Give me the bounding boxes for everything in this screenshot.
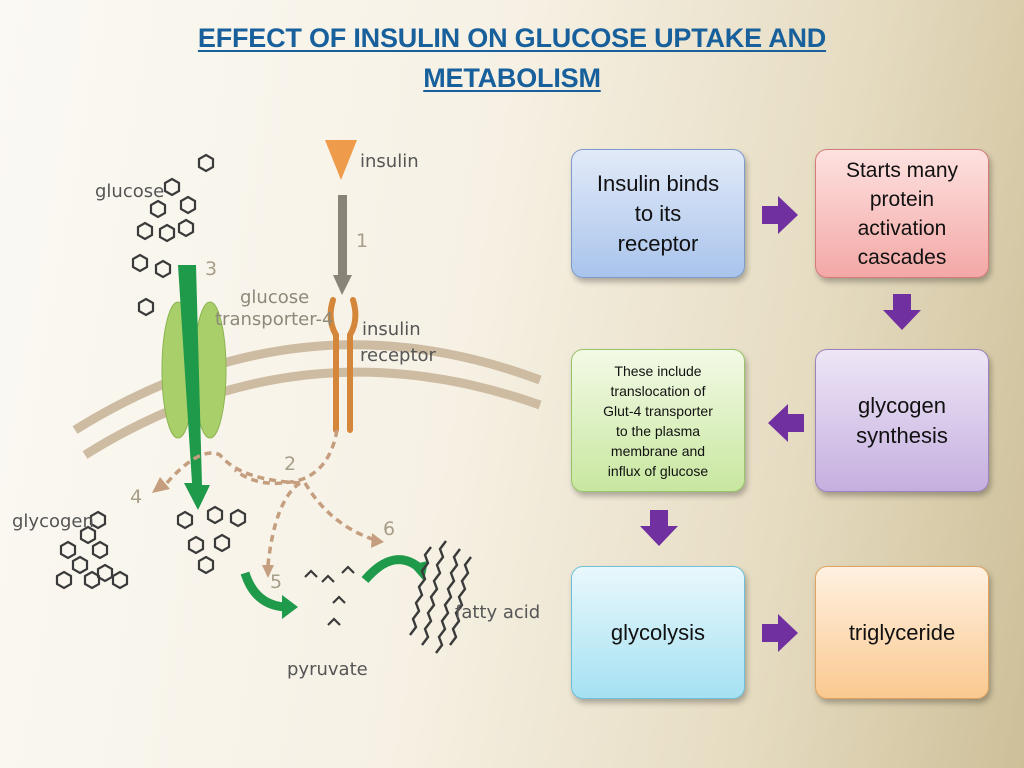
arrow-right-icon [762,196,798,234]
glucose-transporter-label-1: glucose [240,287,309,308]
step-6-label: 6 [383,518,395,540]
glycolysis-arrow-icon [240,571,286,612]
step-5-label: 5 [270,571,282,593]
flow-box-4-line-2: translocation of [610,382,706,399]
flow-box-4-line-1: These include [614,362,702,379]
step-4-label: 4 [130,486,142,508]
flow-box-4-line-3: Glut-4 transporter [603,402,713,419]
step-2-label: 2 [284,453,296,475]
title-line-2: METABOLISM [423,63,601,93]
pyruvate-molecules-icon [304,565,355,626]
flow-box-glycogen-synthesis: glycogen synthesis [815,349,989,492]
flow-box-4-line-6: influx of glucose [607,462,709,479]
glucose-transporter-label-2: transporter-4 [215,309,333,330]
step-1-label: 1 [356,230,368,252]
glucose-transporter-icon [161,301,227,439]
step-3-label: 3 [205,258,217,280]
fatty-acid-icon [409,540,472,654]
flow-box-2-line-1: Starts many [845,158,959,182]
arrow-down-icon [883,294,921,330]
flow-box-2-line-3: activation [857,216,947,240]
flow-box-3-line-2: synthesis [856,422,948,448]
insulin-receptor-label-1: insulin [362,319,421,340]
lipogenesis-arrow-icon [361,555,426,584]
flow-box-3-line-1: glycogen [857,392,947,418]
insulin-label: insulin [360,151,419,172]
insulin-pathway-illustration: insulin glucose glucose transporter-4 in… [12,140,542,680]
flow-box-2-line-2: protein [869,187,935,211]
fatty-acid-label: fatty acid [455,602,540,623]
flow-box-4-line-4: to the plasma [615,422,701,439]
glucose-molecules-icon [131,153,215,317]
arrow-right-icon [762,614,798,652]
flow-box-glut4-translocation: These include translocation of Glut-4 tr… [571,349,745,492]
title-line-1: EFFECT OF INSULIN ON GLUCOSE UPTAKE AND [197,23,827,53]
flow-box-triglyceride: triglyceride [815,566,989,699]
flow-box-glycolysis: glycolysis [571,566,745,699]
flow-box-1-line-1: Insulin binds [596,170,720,196]
flow-box-protein-cascades: Starts many protein activation cascades [815,149,989,278]
slide-title: EFFECT OF INSULIN ON GLUCOSE UPTAKE AND … [150,18,874,98]
insulin-receptor-label-2: receptor [360,345,437,366]
glycogen-label: glycogen [12,511,94,532]
insulin-receptor-icon [327,297,359,433]
cell-membrane-outer [72,340,542,434]
flow-box-4-line-5: membrane and [610,442,706,459]
cell-membrane-inner [82,367,542,459]
flow-box-1-line-2: to its [634,200,682,226]
arrow-down-icon [640,510,678,546]
glucose-label: glucose [95,181,164,202]
pyruvate-label: pyruvate [287,659,368,680]
flow-box-1-line-3: receptor [617,230,699,256]
glucose-uptake-arrow-icon [178,265,210,510]
flow-box-insulin-binds: Insulin binds to its receptor [571,149,745,278]
flow-box-5-line-1: glycolysis [610,619,706,645]
insulin-icon [325,140,357,180]
flow-box-6-line-1: triglyceride [848,619,956,645]
arrow-left-icon [768,404,804,442]
intracellular-glucose-icon [176,505,247,575]
flow-box-2-line-4: cascades [857,245,947,269]
